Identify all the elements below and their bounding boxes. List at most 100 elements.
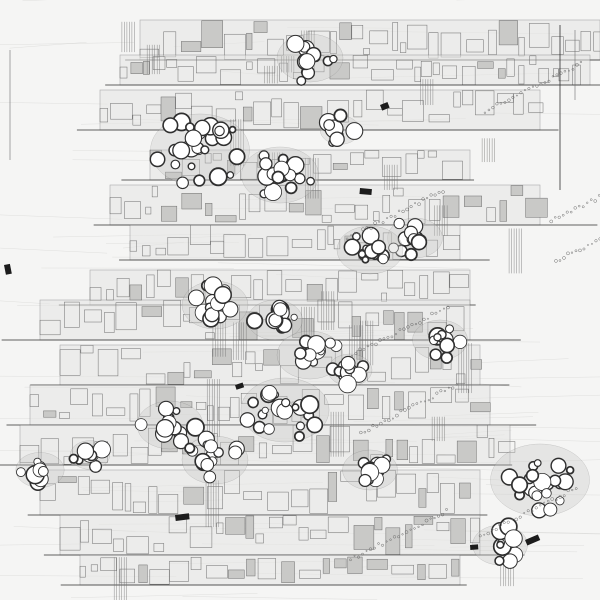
- stipple-dot: [393, 215, 397, 218]
- room-cell: [155, 247, 166, 256]
- cluster-circle: [294, 347, 307, 360]
- cluster-circle: [429, 348, 442, 361]
- cluster-circle: [510, 476, 529, 494]
- room-cell: [428, 114, 450, 123]
- stipple-dot: [381, 221, 385, 225]
- room-cell: [129, 393, 139, 422]
- room-cell: [299, 569, 321, 579]
- room-cell: [189, 526, 213, 548]
- room-cell: [267, 491, 289, 511]
- room-cell: [205, 203, 213, 216]
- stipple-dot: [378, 338, 382, 342]
- stipple-dot: [392, 535, 397, 539]
- room-cell: [220, 69, 241, 85]
- room-cell: [432, 62, 440, 75]
- room-cell: [223, 234, 246, 258]
- cluster-circle: [281, 397, 291, 408]
- stipple-dot: [574, 249, 578, 253]
- contour-line: [370, 466, 518, 471]
- room-cell: [391, 564, 414, 575]
- stipple-dot: [414, 202, 417, 205]
- cluster-circle: [245, 312, 264, 330]
- room-cell: [80, 345, 94, 354]
- stipple-dot: [445, 508, 448, 511]
- cluster-circle: [157, 400, 175, 417]
- room-cell: [394, 312, 405, 340]
- room-cell: [322, 558, 330, 574]
- contour-line: [0, 214, 123, 220]
- room-cell: [235, 91, 243, 101]
- plan-band: [119, 54, 591, 86]
- stipple-dot: [543, 501, 546, 504]
- stipple-dot: [565, 210, 569, 214]
- cluster-circle: [295, 421, 306, 431]
- room-cell: [498, 68, 506, 79]
- room-cell: [333, 239, 341, 250]
- room-cell: [129, 284, 142, 301]
- room-cell: [19, 445, 40, 463]
- stipple-dot: [368, 547, 373, 551]
- stipple-dot: [401, 533, 404, 536]
- stipple-dot: [419, 400, 422, 403]
- room-cell: [510, 185, 524, 196]
- stipple-dot: [389, 214, 393, 218]
- room-cell: [148, 486, 158, 514]
- room-cell: [396, 473, 416, 494]
- cluster-circle: [306, 176, 315, 186]
- room-cell: [279, 62, 288, 82]
- stipple-dot: [586, 201, 589, 204]
- contour-line: [9, 42, 87, 49]
- room-cell: [257, 58, 276, 74]
- stipple-dot: [527, 87, 531, 90]
- stipple-dot: [581, 205, 585, 209]
- black-accent-mark: [359, 188, 372, 196]
- stipple-dot: [554, 216, 557, 219]
- room-cell: [387, 270, 404, 289]
- room-cell: [417, 150, 425, 159]
- stipple-dot: [582, 247, 586, 251]
- cluster-circle: [296, 75, 307, 86]
- stipple-dot: [555, 73, 559, 77]
- room-cell: [371, 69, 394, 81]
- stipple-dot: [350, 234, 352, 237]
- stipple-dot: [551, 75, 555, 78]
- room-cell: [271, 98, 282, 118]
- black-accent-mark: [525, 534, 541, 546]
- room-cell: [459, 482, 471, 499]
- room-cell: [350, 152, 364, 165]
- cluster-circle: [273, 302, 288, 317]
- stipple-dot: [534, 506, 538, 510]
- cluster-circle: [176, 176, 189, 190]
- room-cell: [365, 312, 380, 326]
- stipple-dot: [424, 518, 429, 523]
- room-cell: [243, 106, 253, 122]
- stipple-dot: [386, 217, 389, 220]
- room-cell: [329, 62, 350, 80]
- cluster-circle: [193, 174, 206, 187]
- room-cell: [369, 30, 389, 45]
- room-cell: [145, 206, 152, 215]
- room-cell: [215, 215, 237, 223]
- stipple-dot: [435, 391, 439, 395]
- room-cell: [486, 207, 496, 222]
- cluster-circle: [345, 122, 364, 140]
- stipple-dot: [455, 383, 459, 386]
- room-cell: [309, 488, 328, 514]
- plan-band: [79, 554, 461, 586]
- room-cell: [232, 362, 243, 378]
- cluster-circle: [184, 442, 196, 454]
- room-cell: [146, 274, 155, 298]
- black-accent-mark: [175, 513, 190, 521]
- room-cell: [518, 65, 525, 85]
- stipple-dot: [436, 514, 441, 518]
- room-cell: [157, 269, 171, 287]
- room-cell: [450, 518, 466, 544]
- stipple-dot: [487, 108, 491, 112]
- room-cell: [415, 347, 429, 373]
- stipple-dot: [418, 321, 422, 325]
- stipple-dot: [549, 219, 553, 224]
- stipple-dot: [365, 549, 368, 552]
- room-cell: [351, 25, 364, 40]
- cluster-circle: [155, 419, 175, 438]
